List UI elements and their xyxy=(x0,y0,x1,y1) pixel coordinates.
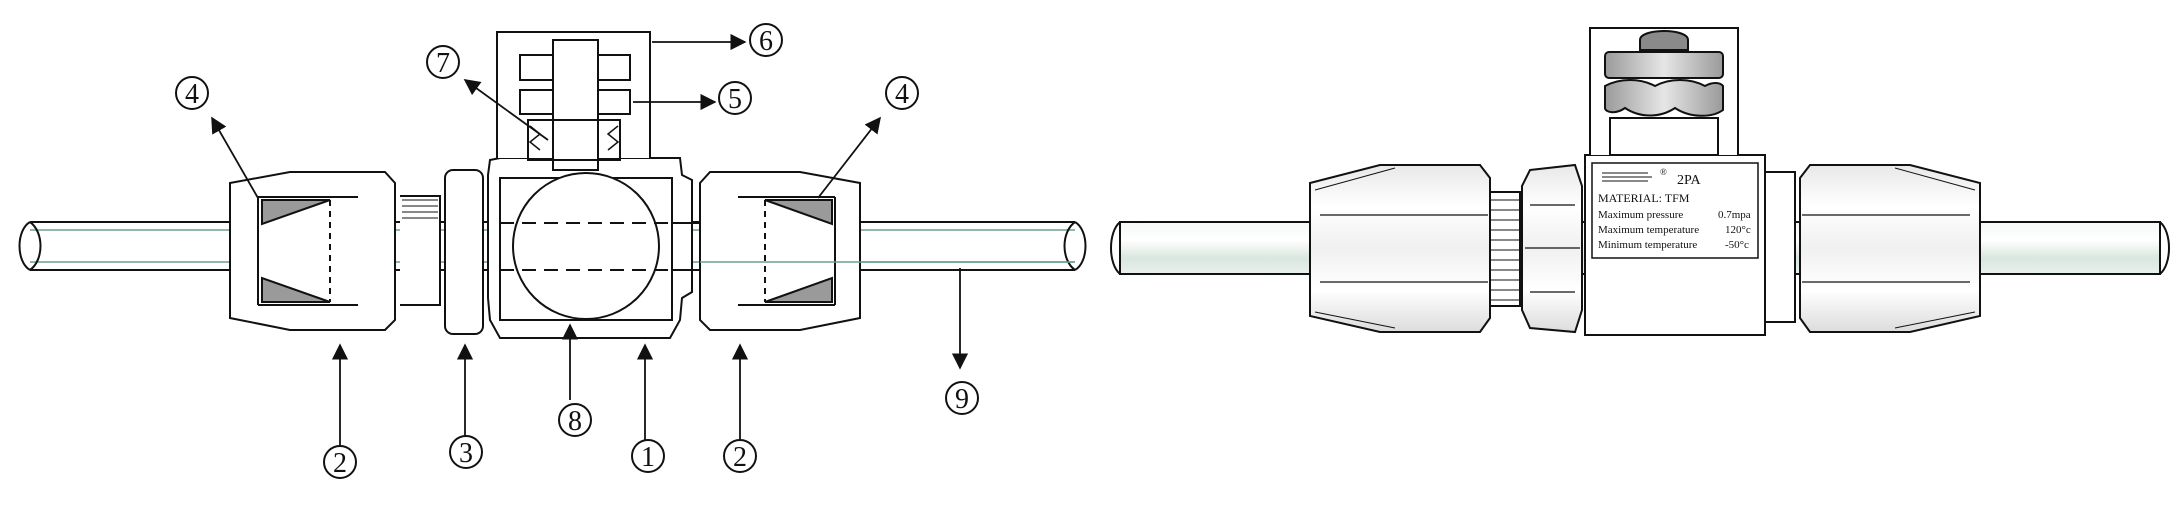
left-nut-external xyxy=(1309,164,1491,333)
callout-2-right-label: 2 xyxy=(733,442,747,473)
nameplate: ® 2PA MATERIAL: TFM Maximum pressure 0.7… xyxy=(1598,167,1751,251)
callout-2-right: 2 xyxy=(723,439,757,473)
cross-section-view xyxy=(18,31,1087,448)
callout-6: 6 xyxy=(749,23,783,57)
callout-4-left-label: 4 xyxy=(185,79,199,110)
handle-housing-section xyxy=(496,31,651,171)
right-nut-section xyxy=(699,171,1075,331)
callout-6-label: 6 xyxy=(759,26,773,57)
callout-1-label: 1 xyxy=(641,442,655,473)
external-view xyxy=(1110,27,2170,336)
max-pressure-label: Maximum pressure xyxy=(1598,209,1683,221)
callout-4-right: 4 xyxy=(885,76,919,110)
material-label: MATERIAL: TFM xyxy=(1598,191,1690,205)
callout-3: 3 xyxy=(449,435,483,469)
min-temp-value: -50°c xyxy=(1725,239,1749,251)
leader-arrows xyxy=(211,33,969,448)
right-nut-external xyxy=(1764,164,1981,333)
callout-5: 5 xyxy=(718,81,752,115)
callout-2-left: 2 xyxy=(323,445,357,479)
callouts: 4 7 6 5 4 9 2 3 xyxy=(175,23,979,479)
left-ferrule-section xyxy=(261,199,331,303)
registered-mark: ® xyxy=(1660,167,1667,177)
thread-external xyxy=(1489,191,1521,307)
valve-body-section xyxy=(487,157,700,339)
callout-4-right-label: 4 xyxy=(895,79,909,110)
hex-nut-external xyxy=(1521,163,1583,334)
right-ferrule-section xyxy=(764,199,833,303)
left-thread-section xyxy=(400,195,441,306)
callout-5-label: 5 xyxy=(728,84,742,115)
callout-3-label: 3 xyxy=(459,438,473,469)
callout-7: 7 xyxy=(426,45,460,79)
callout-9: 9 xyxy=(945,381,979,415)
handle-housing-external xyxy=(1589,27,1739,156)
model-label: 2PA xyxy=(1677,173,1702,188)
callout-1: 1 xyxy=(631,439,665,473)
valve-body-external xyxy=(1584,154,1766,336)
callout-4-left: 4 xyxy=(175,76,209,110)
lock-nut-section xyxy=(444,169,484,335)
callout-8: 8 xyxy=(558,403,592,437)
callout-9-label: 9 xyxy=(955,384,969,415)
max-temp-value: 120°c xyxy=(1725,224,1751,236)
max-pressure-value: 0.7mpa xyxy=(1718,209,1751,221)
callout-8-label: 8 xyxy=(568,406,582,437)
callout-7-label: 7 xyxy=(436,48,450,79)
brand-logo-icon xyxy=(1602,172,1652,182)
left-nut-section xyxy=(229,171,396,331)
min-temp-label: Minimum temperature xyxy=(1598,239,1697,251)
max-temp-label: Maximum temperature xyxy=(1598,224,1699,236)
callout-2-left-label: 2 xyxy=(333,448,347,479)
